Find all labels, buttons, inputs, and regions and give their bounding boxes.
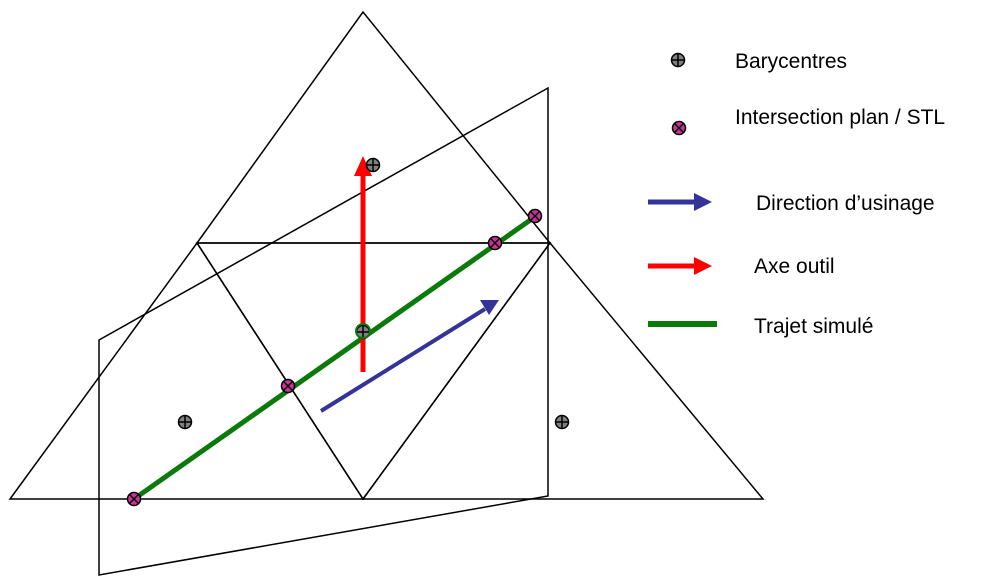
legend-trajet-label: Trajet simulé <box>754 315 873 338</box>
legend-intersection-label: Intersection plan / STL <box>735 106 945 129</box>
intersection-icon <box>280 378 296 394</box>
legend: Barycentres Intersection plan / STL Dire… <box>648 50 945 338</box>
legend-intersection-icon <box>671 120 687 136</box>
cutting-plane <box>98 86 549 576</box>
legend-barycentre-icon <box>670 52 686 68</box>
legend-direction-label: Direction d’usinage <box>756 192 935 215</box>
intersection-icon <box>487 235 503 251</box>
path-node <box>355 323 372 339</box>
stl-mesh <box>8 10 765 501</box>
triangle-center <box>195 242 552 501</box>
triangle-right <box>361 241 765 500</box>
machining-direction-arrow <box>319 300 499 413</box>
barycentre-icon <box>365 157 381 173</box>
legend-axe-label: Axe outil <box>754 255 835 278</box>
barycentre-icon <box>554 414 570 430</box>
simulated-path-line <box>132 213 538 502</box>
legend-axe-swatch <box>648 257 712 275</box>
barycentre-icon <box>177 414 193 430</box>
legend-barycentres-label: Barycentres <box>735 50 847 73</box>
triangle-top <box>195 10 552 244</box>
legend-direction-swatch <box>648 193 712 211</box>
intersection-icon <box>527 208 543 224</box>
intersection-icon <box>126 491 142 507</box>
